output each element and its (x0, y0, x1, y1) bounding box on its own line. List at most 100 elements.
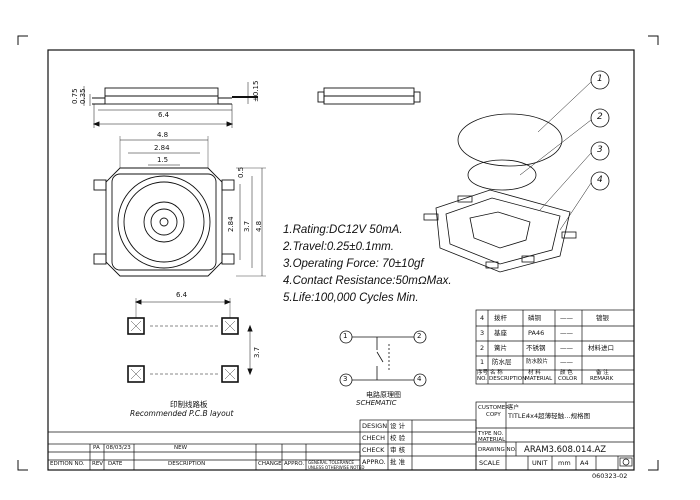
end-view (317, 87, 421, 105)
drawing-no: ARAM3.608.014.AZ (524, 445, 607, 455)
schematic-pin-2: 2 (417, 332, 422, 340)
footer-change: CHANGE (258, 461, 282, 467)
bom-row-1-color: —— (560, 358, 573, 366)
bom-row-4-no: 4 (480, 314, 485, 322)
schematic-pin-1: 1 (343, 332, 348, 340)
customer-label: CUSTOMER (478, 405, 510, 411)
bom-row-1-no: 1 (480, 358, 485, 366)
dim-w284: 2.84 (154, 144, 170, 152)
bom-header-desc: DESCRIPTION (489, 376, 527, 382)
unit-value: mm (558, 459, 571, 467)
callout-1: 1 (597, 74, 603, 84)
footer-appro: APPRO. (284, 461, 305, 467)
check-label: CHECH (362, 434, 385, 442)
corner-mark-tl (17, 35, 28, 45)
check2-cn: 审 核 (390, 446, 406, 454)
bom-row-1-name: 防水层 (492, 358, 512, 366)
footer-edition: EDITION NO. (50, 461, 85, 467)
schematic-pin-4: 4 (417, 375, 422, 383)
bom-header-no: NO. (477, 376, 487, 382)
bom-row-1-material: 防水胶片 (526, 359, 549, 365)
dim-w48: 4.8 (157, 131, 169, 139)
bom-header-no-cn: 序号 (477, 370, 489, 376)
rev-row-desc: NEW (174, 445, 188, 451)
corner-mark-br (648, 460, 659, 471)
dim-pcb-h: 3.7 (253, 346, 261, 358)
spec-line-2: 2.Travel:0.25±0.1mm. (283, 241, 394, 253)
pcb-label-en: Recommended P.C.B layout (130, 409, 234, 418)
bom-table-lines (475, 309, 635, 385)
unit-label: UNIT (532, 459, 548, 467)
bom-header-color: COLOR (558, 376, 578, 382)
bom-row-2-name: 簧片 (494, 344, 507, 352)
bom-row-2-color: —— (560, 344, 573, 352)
approve-cn: 批 准 (390, 458, 406, 466)
dim-side-tol: ±0.15 (252, 80, 260, 102)
dim-h05: 0.5 (237, 166, 245, 178)
pcb-label-cn: 印制线路板 (170, 400, 208, 409)
footer-date: DATE (108, 461, 123, 467)
bom-header-mat-cn: 材 料 (528, 370, 541, 376)
callout-3: 3 (597, 145, 603, 155)
bom-row-2-material: 不锈钢 (526, 344, 546, 352)
footer-general-tol: GENERAL TOLERANCE (308, 460, 355, 465)
corner-mark-bl (17, 460, 28, 471)
dim-h48: 4.8 (255, 220, 263, 232)
type-no-label: TYPE NO. (478, 431, 504, 437)
design-label: DESIGN (362, 422, 388, 430)
dim-pcb-w: 6.4 (176, 291, 188, 299)
scale-label: SCALE (479, 459, 500, 467)
dim-side-h2: 0.35 (79, 88, 87, 104)
design-cn: 设 计 (390, 422, 406, 430)
corner-mark-tr (648, 35, 659, 45)
drawing-no-label: DRAWING NO. (478, 447, 517, 453)
bom-header-remark-cn: 备 注 (596, 370, 609, 376)
bom-header-desc-cn: 名 称 (490, 370, 503, 376)
sheet-size: A4 (580, 459, 589, 467)
bom-row-4-material: 磷铜 (528, 314, 541, 322)
bom-row-4-color: —— (560, 314, 573, 322)
bom-row-2-no: 2 (480, 344, 485, 352)
top-view (93, 136, 266, 277)
title-label: TITLE: (508, 412, 528, 420)
bom-row-3-material: PA46 (528, 329, 545, 337)
check2-label: CHECK (362, 446, 385, 454)
schematic-label-cn: 电路原理图 (366, 391, 401, 399)
schematic-label-en: SCHEMATIC (356, 399, 397, 407)
spec-line-3: 3.Operating Force: 70±10gf (283, 258, 424, 270)
callout-4: 4 (597, 175, 603, 185)
bom-header-color-cn: 颜 色 (560, 370, 573, 376)
schematic-pin-3: 3 (343, 375, 348, 383)
dim-w15: 1.5 (157, 156, 169, 164)
exploded-view (423, 70, 610, 273)
title-block-lines (47, 401, 635, 471)
bom-row-2-remark: 材料进口 (588, 344, 614, 352)
bom-row-4-remark: 镀银 (596, 314, 609, 322)
dim-h37: 3.7 (243, 220, 251, 232)
title-value: 4x4超薄轻触…规格图 (526, 412, 591, 420)
bom-header-mat: MATERIAL (525, 376, 553, 382)
bom-row-3-name: 基座 (494, 329, 507, 337)
dim-side-h1: 0.75 (71, 88, 79, 104)
schematic-drawing (339, 330, 427, 387)
bom-row-3-color: —— (560, 329, 573, 337)
check-cn: 校 验 (390, 434, 406, 442)
dim-h284: 2.84 (227, 216, 235, 232)
footer-rev: REV (92, 461, 104, 467)
bom-row-3-no: 3 (480, 329, 485, 337)
callout-2: 2 (597, 112, 603, 122)
pcb-layout (127, 298, 253, 383)
copy-label: COPY (486, 412, 501, 418)
dim-top-width: 6.4 (158, 111, 170, 119)
spec-line-1: 1.Rating:DC12V 50mA. (283, 224, 403, 236)
bom-row-4-name: 拨杆 (494, 314, 507, 322)
material-label: MATERIAL (478, 437, 506, 443)
spec-line-4: 4.Contact Resistance:50mΩMax. (283, 275, 452, 287)
side-view (83, 82, 258, 128)
bom-header-remark: REMARK (590, 376, 614, 382)
spec-line-5: 5.Life:100,000 Cycles Min. (283, 292, 419, 304)
sheet-code: 060323-02 (592, 472, 628, 480)
customer-cn: 客户 (508, 405, 520, 411)
